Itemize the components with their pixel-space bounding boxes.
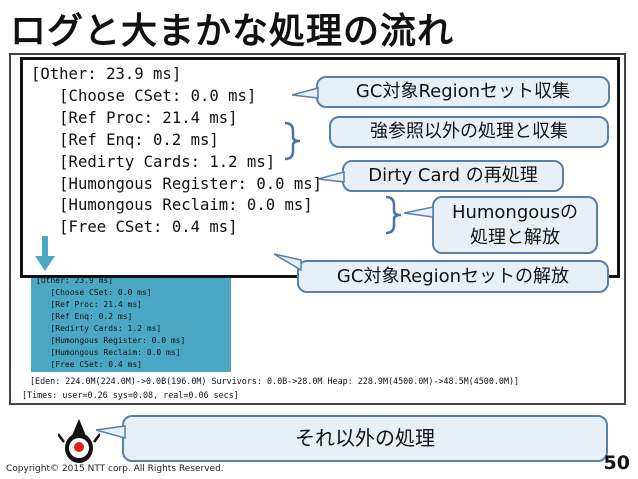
- excerpt-line: [Other: 23.9 ms]: [36, 276, 114, 285]
- excerpt-line: [Ref Enq: 0.2 ms]: [36, 312, 133, 321]
- callout-text: Humongousの: [451, 202, 579, 223]
- log-line-free-cset: [Free CSet: 0.4 ms]: [31, 218, 238, 237]
- callout-ref: 強参照以外の処理と収集: [329, 116, 609, 148]
- callout-text: GC対象Regionセット収集: [355, 81, 571, 102]
- log-line-ref-proc: [Ref Proc: 21.4 ms]: [31, 108, 238, 127]
- down-arrow-icon: [35, 236, 55, 271]
- log-line-choose-cset: [Choose CSet: 0.0 ms]: [31, 86, 257, 105]
- callout-text: 強参照以外の処理と収集: [370, 121, 568, 142]
- log-line-ref-enq: [Ref Enq: 0.2 ms]: [31, 130, 219, 149]
- callout-humongous: Humongousの 処理と解放: [432, 196, 598, 254]
- page-number: 50: [603, 452, 630, 474]
- log-line-humongous-register: [Humongous Register: 0.0 ms]: [31, 174, 323, 193]
- excerpt-line: [Ref Proc: 21.4 ms]: [36, 300, 142, 309]
- log-line-redirty-cards: [Redirty Cards: 1.2 ms]: [31, 152, 276, 171]
- log-excerpt-box: [Other: 23.9 ms] [Choose CSet: 0.0 ms] […: [31, 272, 231, 372]
- brace-humongous-icon: [385, 195, 402, 235]
- copyright: Copyright© 2015 NTT corp. All Rights Res…: [6, 464, 224, 474]
- duke-mascot-icon: [58, 419, 100, 463]
- callout-pointer-icon: [404, 206, 434, 218]
- callout-dirty-card: Dirty Card の再処理: [342, 160, 564, 192]
- callout-pointer-icon: [318, 171, 345, 183]
- log-line-humongous-reclaim: [Humongous Reclaim: 0.0 ms]: [31, 196, 313, 215]
- log-line-other: [Other: 23.9 ms]: [31, 65, 182, 83]
- brace-ref-icon: [284, 121, 301, 161]
- callout-text: 処理と解放: [470, 227, 560, 248]
- excerpt-line: [Free CSet: 0.4 ms]: [36, 360, 142, 369]
- callout-text: GC対象Regionセットの解放: [336, 266, 570, 287]
- excerpt-line: [Redirty Cards: 1.2 ms]: [36, 324, 162, 333]
- callout-other: それ以外の処理: [122, 415, 608, 462]
- slide-title: ログと大まかな処理の流れ: [10, 11, 455, 52]
- eden-line: [Eden: 224.0M(224.0M)->0.0B(196.0M) Surv…: [30, 376, 520, 386]
- callout-pointer-icon: [274, 253, 302, 272]
- excerpt-line: [Humongous Register: 0.0 ms]: [36, 336, 186, 345]
- callout-pointer-icon: [96, 425, 126, 439]
- callout-free-cset: GC対象Regionセットの解放: [297, 260, 609, 293]
- excerpt-line: [Humongous Reclaim: 0.0 ms]: [36, 348, 181, 357]
- callout-text: Dirty Card の再処理: [368, 165, 538, 186]
- callout-pointer-icon: [292, 87, 319, 99]
- times-line: [Times: user=0.26 sys=0.08, real=0.06 se…: [22, 390, 239, 400]
- callout-choose-cset: GC対象Regionセット収集: [316, 76, 610, 108]
- callout-text: それ以外の処理: [295, 426, 435, 450]
- excerpt-line: [Choose CSet: 0.0 ms]: [36, 288, 152, 297]
